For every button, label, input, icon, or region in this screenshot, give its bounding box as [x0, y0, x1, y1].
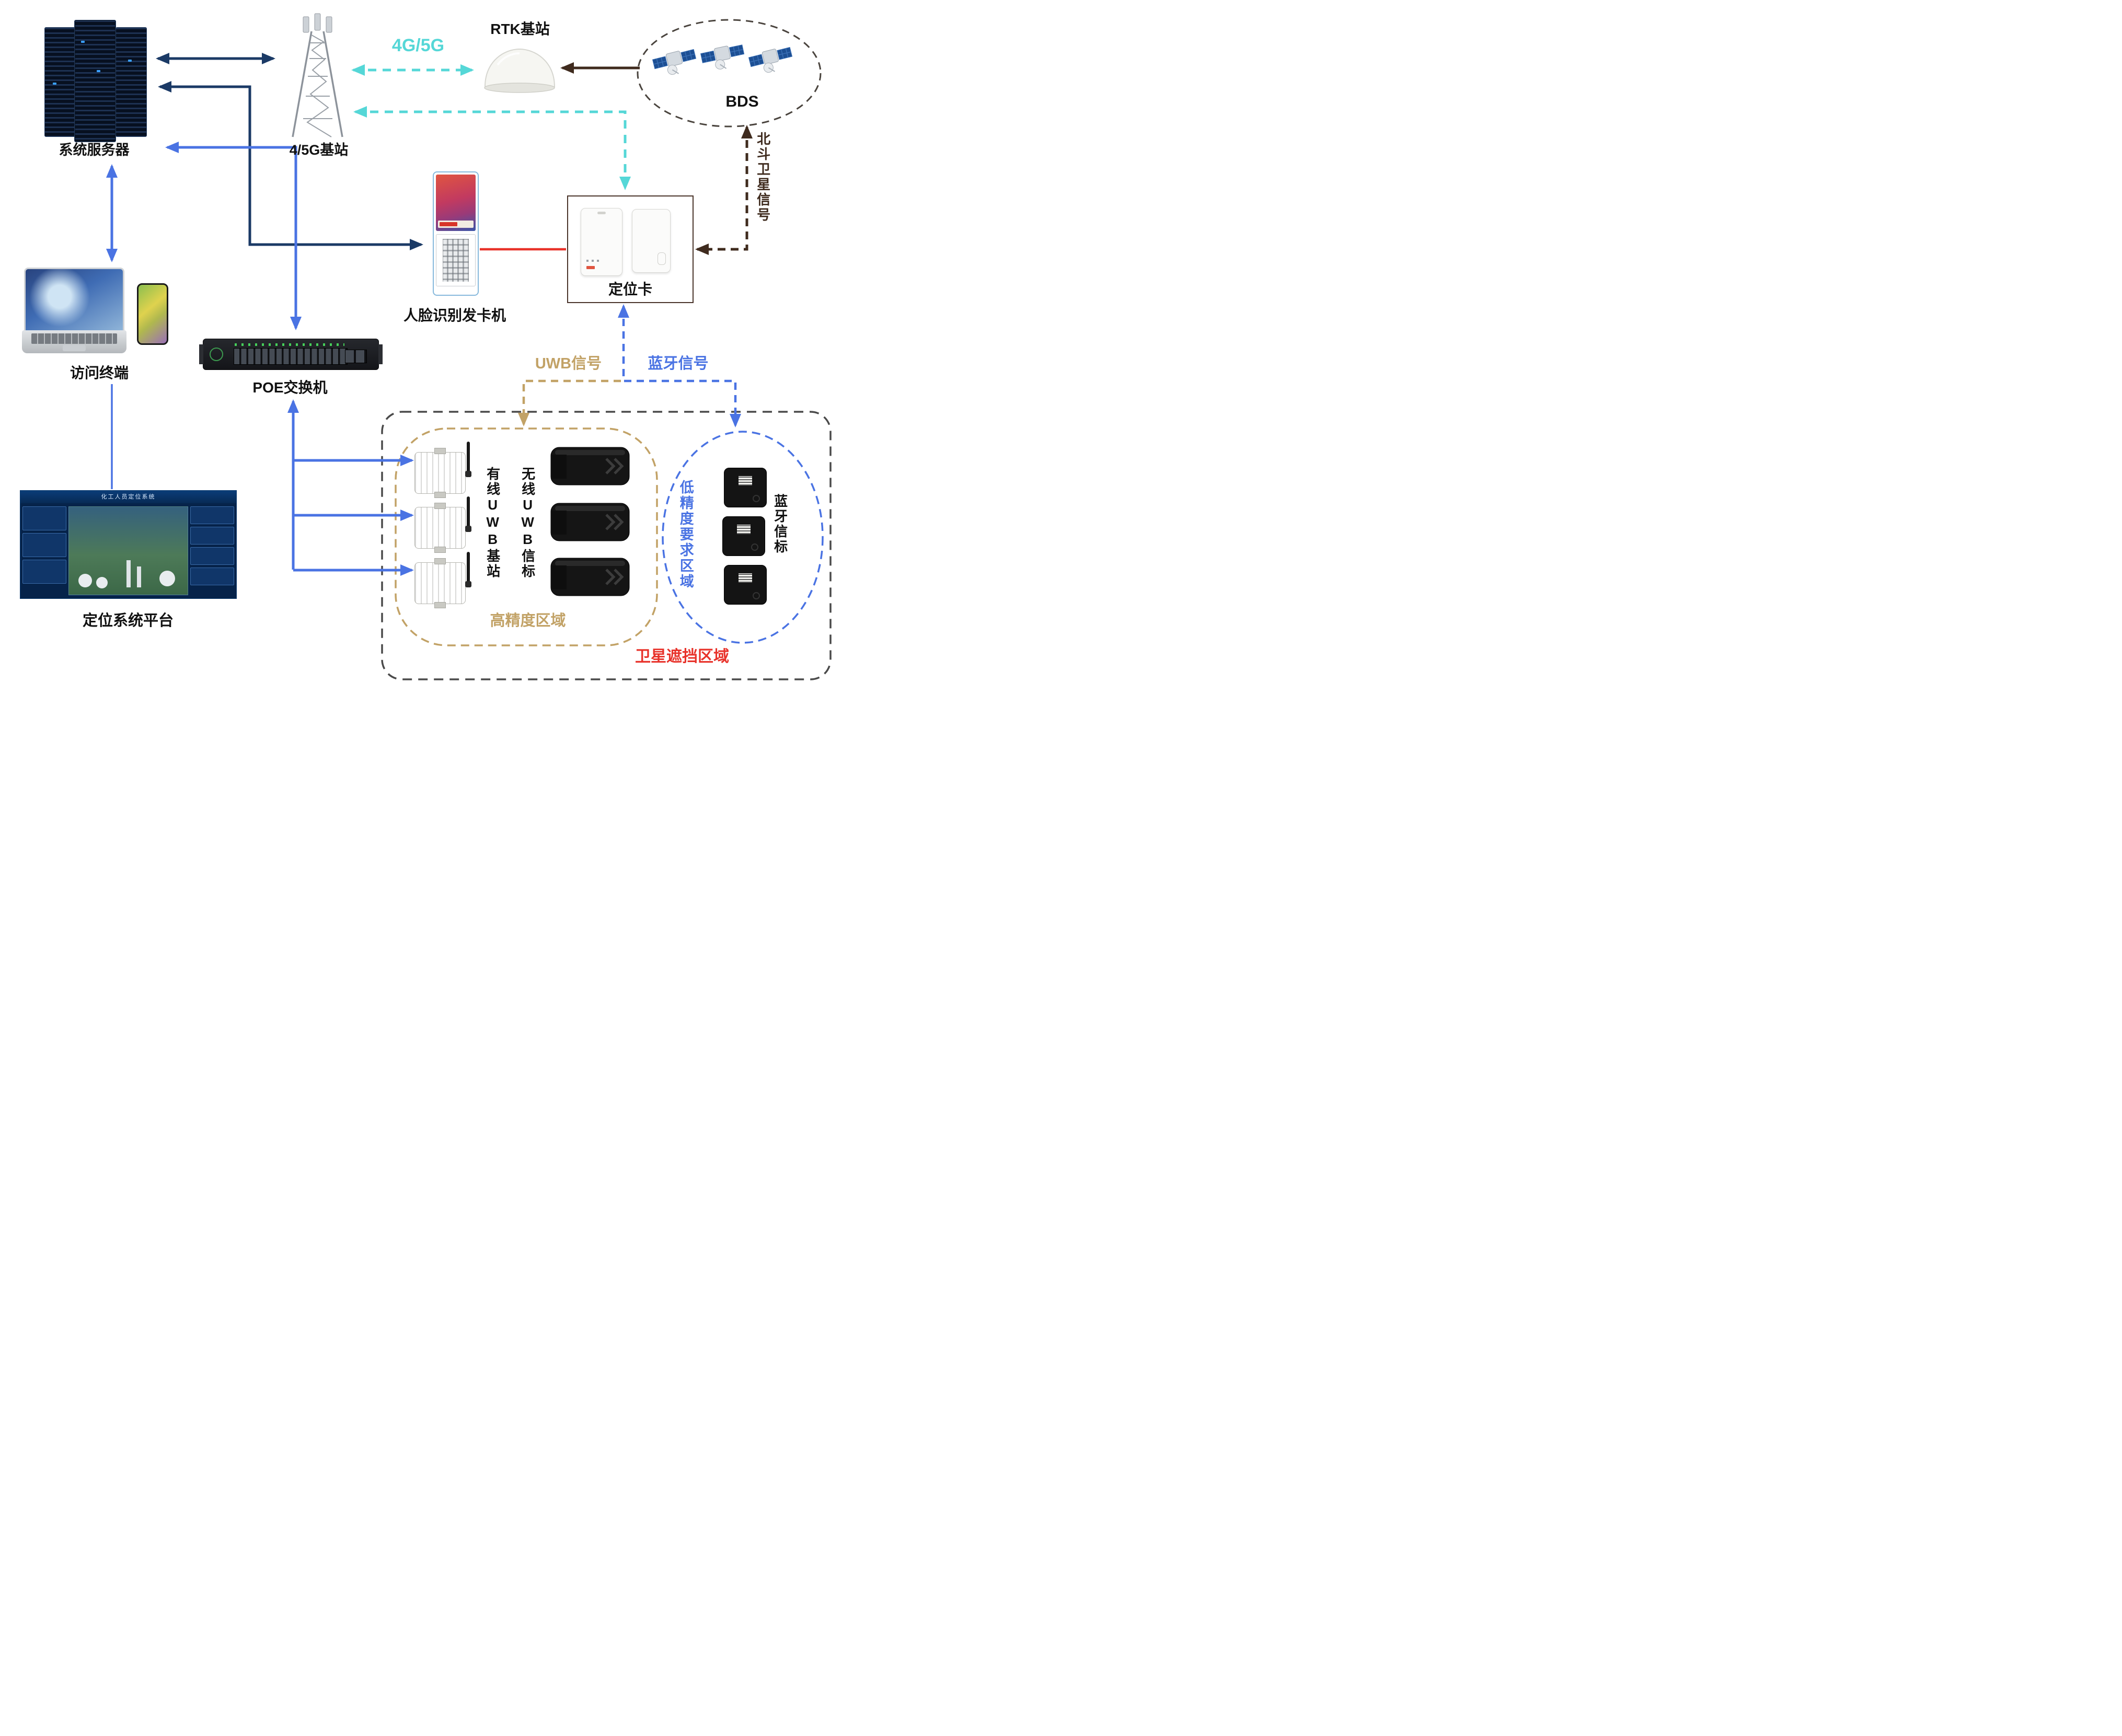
- poe-uplink-ports: [345, 350, 367, 363]
- bt-beacon-illustration: [722, 516, 765, 556]
- poe-ports: [234, 348, 348, 365]
- poe-label: POE交换机: [252, 379, 328, 396]
- rtk-label: RTK基站: [490, 21, 550, 37]
- kiosk-label: 人脸识别发卡机: [403, 307, 506, 323]
- arrow-card-bt-area: [618, 304, 741, 427]
- bt-beacon-label: 蓝牙信标: [772, 494, 788, 554]
- bds-label: BDS: [725, 93, 759, 110]
- cellular-signal-label: 4G/5G: [391, 36, 445, 55]
- platform-screenshot: 化工人员定位系统: [20, 490, 237, 599]
- satellite-blocked-region: [381, 411, 832, 680]
- platform-label: 定位系统平台: [82, 612, 174, 629]
- uwb-beacon-label: 无线UWB信标: [520, 467, 536, 579]
- uwb-beacon-illustration: [549, 554, 631, 603]
- high-precision-area-label: 高精度区域: [490, 612, 566, 629]
- satellite-blocked-area-label: 卫星遮挡区域: [635, 648, 729, 665]
- arrow-server-poe: [165, 142, 302, 330]
- bluetooth-signal-label: 蓝牙信号: [648, 355, 709, 372]
- positioning-card: [632, 209, 671, 273]
- uwb-station-illustration: [414, 552, 476, 608]
- card-label: 定位卡: [608, 281, 652, 297]
- platform-right-panel: [190, 506, 234, 595]
- phone-illustration: [137, 283, 168, 345]
- uwb-beacon-illustration: [549, 443, 631, 492]
- laptop-illustration: [22, 268, 126, 356]
- poe-switch-illustration: [199, 339, 383, 370]
- satellite-icon: [697, 34, 747, 75]
- kiosk-screen: [436, 175, 476, 231]
- bt-beacon-illustration: [724, 565, 767, 605]
- server-rack: [44, 27, 76, 137]
- satellite-icon: [649, 39, 700, 82]
- uwb-beacon-illustration: [549, 499, 631, 548]
- server-illustration: [44, 20, 147, 142]
- server-rack: [74, 20, 116, 142]
- server-rack: [116, 27, 147, 137]
- positioning-card-box: 定位卡: [567, 195, 694, 303]
- server-label: 系统服务器: [59, 142, 130, 158]
- arrow-card-uwb-area: [518, 379, 621, 426]
- platform-3d-view: [68, 506, 188, 595]
- terminal-label: 访问终端: [70, 365, 129, 381]
- rtk-dome-illustration: [482, 46, 558, 94]
- arrow-bds-card-beidou: [695, 125, 753, 255]
- arrow-tower-card-4g5g: [353, 106, 631, 190]
- low-precision-area-label: 低精度要求区域: [677, 480, 694, 589]
- cell-tower-illustration: [282, 11, 353, 140]
- uwb-station-label: 有线UWB基站: [485, 467, 501, 579]
- low-precision-region: [662, 431, 824, 644]
- diagram-canvas: 系统服务器 4/5G基站 4G/5G RTK基站: [0, 0, 849, 695]
- satellite-icon: [745, 37, 796, 79]
- laptop-keyboard: [22, 330, 126, 353]
- uwb-station-illustration: [414, 442, 476, 498]
- kiosk-vent: [436, 234, 476, 286]
- bt-beacon-illustration: [724, 468, 767, 507]
- platform-screen-title: 化工人员定位系统: [20, 491, 236, 503]
- platform-left-panel: [22, 506, 66, 595]
- kiosk-illustration: [433, 171, 479, 296]
- beidou-signal-label: 北斗卫星信号: [755, 132, 771, 223]
- uwb-station-illustration: [414, 496, 476, 553]
- laptop-screen: [24, 268, 124, 330]
- positioning-card: [581, 208, 622, 276]
- poe-logo: [210, 348, 223, 361]
- uwb-signal-label: UWB信号: [535, 355, 602, 372]
- connection-layer: [106, 19, 832, 680]
- tower-label: 4/5G基站: [289, 142, 349, 158]
